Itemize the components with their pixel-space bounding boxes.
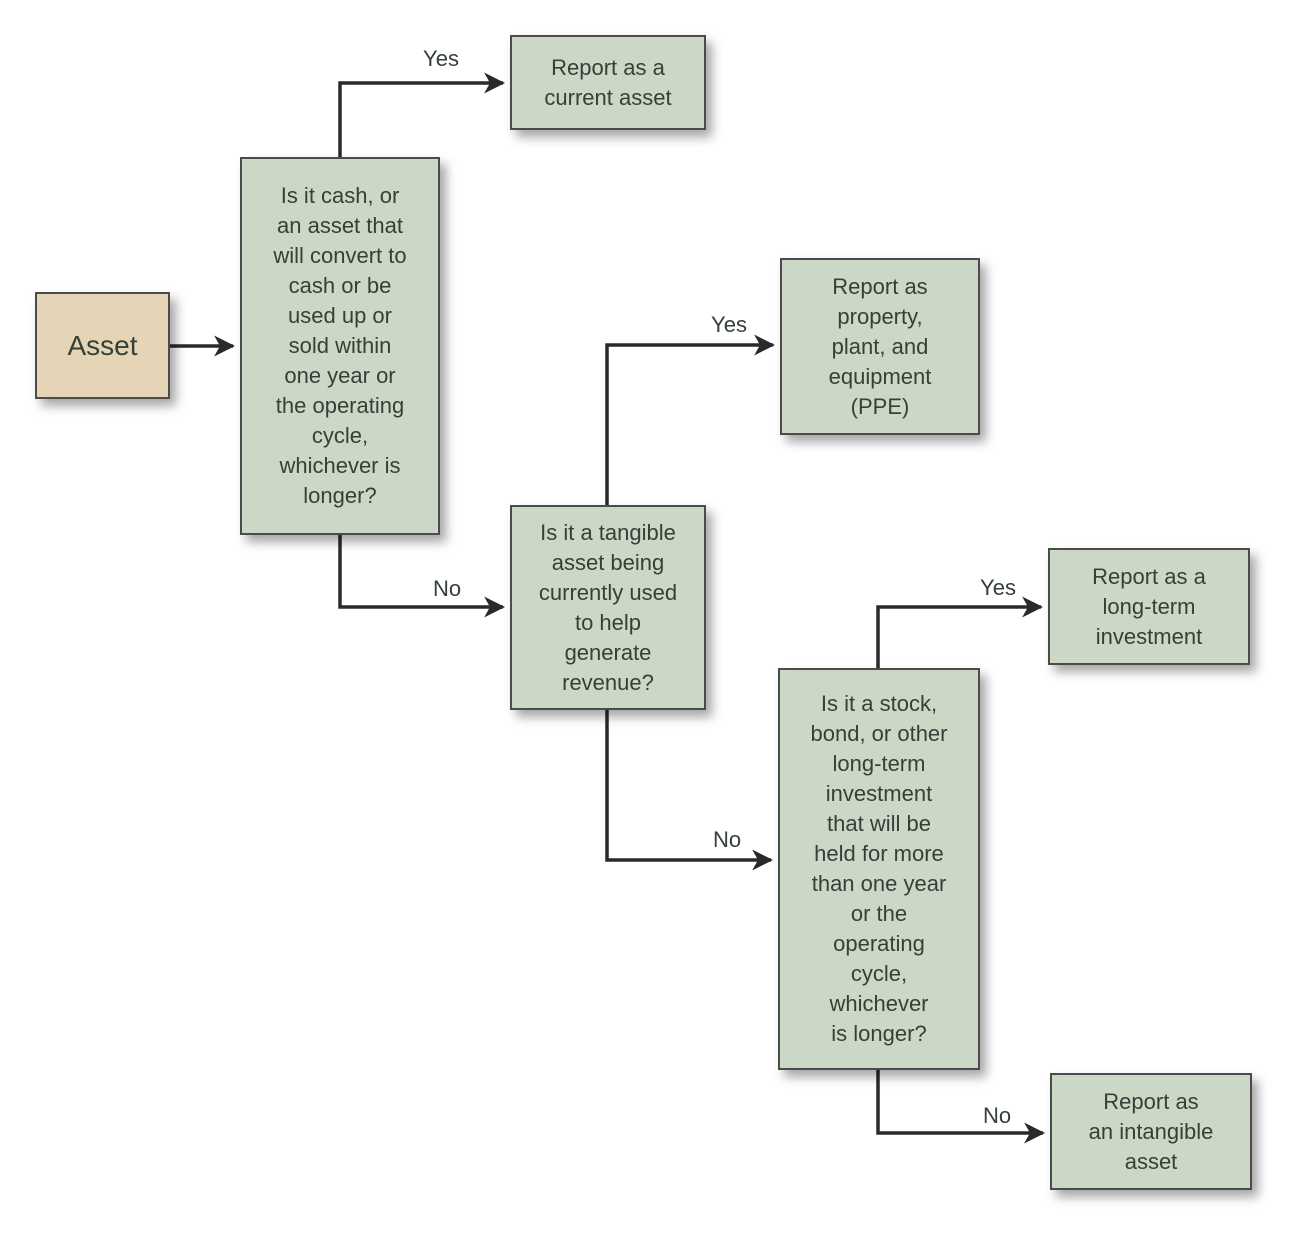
arrow-q1-no	[338, 535, 506, 618]
edge-label-q1-yes: Yes	[423, 46, 459, 71]
outcome-box-long-term-investment: Report as a long-term investment	[1048, 548, 1250, 665]
arrow-q3-no	[876, 1070, 1046, 1144]
arrow-q1-yes	[338, 72, 506, 157]
outcome-box-current-asset: Report as a current asset	[510, 35, 706, 130]
edge-label-q3-yes: Yes	[980, 575, 1016, 600]
edge-label-q2-yes: Yes	[711, 312, 747, 337]
decision-box-current-asset-test: Is it cash, or an asset that will conver…	[240, 157, 440, 535]
arrow-q2-no	[605, 710, 774, 871]
outcome-box-ppe: Report as property, plant, and equipment…	[780, 258, 980, 435]
outcome-box-intangible-asset: Report as an intangible asset	[1050, 1073, 1252, 1190]
arrow-q3-yes	[876, 596, 1044, 668]
decision-box-tangible-asset-test: Is it a tangible asset being currently u…	[510, 505, 706, 710]
edge-label-q3-no: No	[982, 1103, 1012, 1128]
decision-box-long-term-investment-test: Is it a stock, bond, or other long-term …	[778, 668, 980, 1070]
edge-label-q1-no: No	[432, 576, 462, 601]
start-box-asset: Asset	[35, 292, 170, 399]
edge-label-q2-no: No	[712, 827, 742, 852]
arrow-q2-yes	[605, 334, 776, 505]
